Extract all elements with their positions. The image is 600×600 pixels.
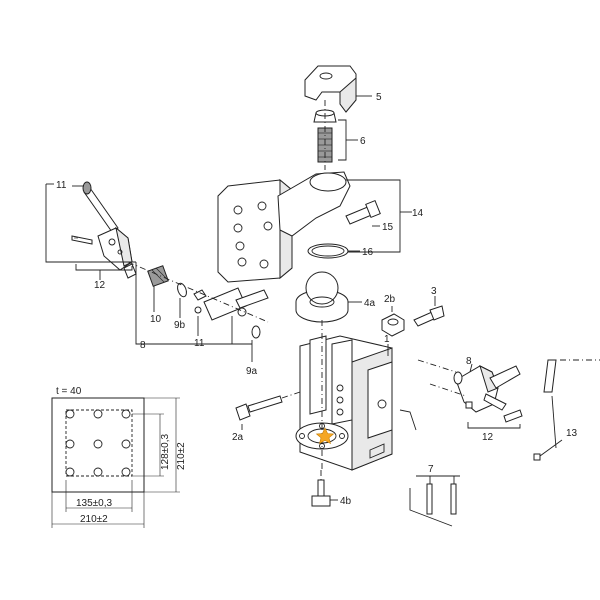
callout-13: 13 [566,428,578,439]
dim-height-outer: 210±2 [176,442,187,470]
callout-11-mid: 11 [194,338,205,349]
callout-10: 10 [150,314,162,325]
callout-12-right: 12 [482,432,494,443]
callout-7: 7 [428,464,434,475]
flange-holes [233,201,273,269]
callout-8-right: 8 [466,356,472,367]
callout-2b: 2b [384,294,396,305]
callout-6: 6 [360,136,366,147]
dim-height-inner: 128±0,3 [160,433,171,470]
plate-holes [65,409,131,477]
part-14-flange-housing [217,171,412,283]
callout-2a: 2a [232,432,244,443]
part-7-pins [409,475,460,527]
part-16-oring [307,243,360,259]
right-lever-assembly [417,359,600,461]
part-2b-nut [381,306,405,337]
star-marker-icon [315,427,335,445]
callout-11-top: 11 [56,180,67,191]
callout-14: 14 [412,208,424,219]
part-2a-bolt [235,391,301,430]
callout-5: 5 [376,92,382,103]
callout-15: 15 [382,222,394,233]
callout-1: 1 [384,334,390,345]
callout-8-left: 8 [140,340,146,351]
callout-4b: 4b [340,496,352,507]
part-4b-bolt [311,470,338,507]
callout-9b: 9b [174,320,186,331]
part-5-clamp [304,65,372,113]
dim-width-outer: 210±2 [80,514,108,525]
callout-4a: 4a [364,298,376,309]
mounting-plate-drawing [51,397,180,528]
part-3-bolt [413,296,445,327]
plate-thickness-label: t = 40 [56,386,82,397]
part-6-nut-spring [313,100,358,170]
callout-3: 3 [431,286,437,297]
part-1-base-body [295,320,417,471]
left-lever-assembly [45,181,269,362]
part-4a-ball-base [295,271,362,323]
callout-16: 16 [362,247,374,258]
callout-9a: 9a [246,366,258,377]
callout-12-left: 12 [94,280,106,291]
dim-width-inner: 135±0,3 [76,498,113,509]
part-15-bolt [345,199,381,227]
